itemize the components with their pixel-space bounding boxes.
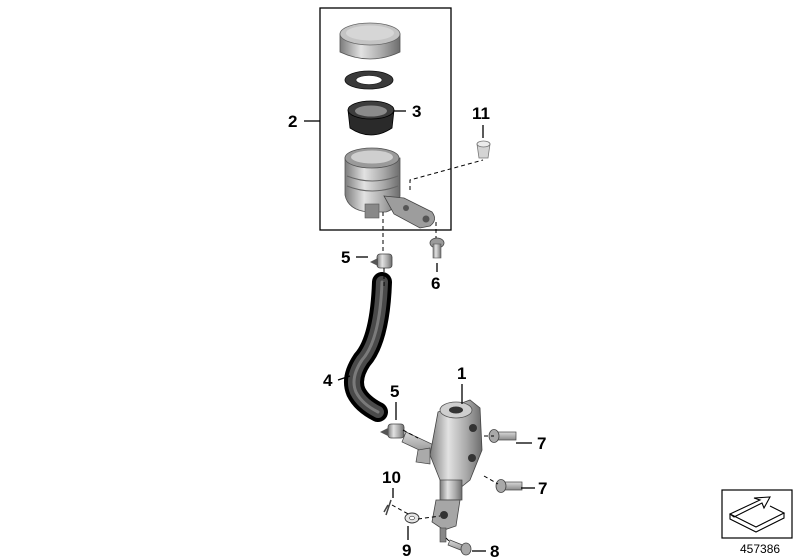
callout-6: 6 bbox=[431, 274, 440, 293]
master-cylinder[interactable] bbox=[401, 399, 483, 543]
callout-11: 11 bbox=[472, 104, 490, 123]
direction-arrow-icon bbox=[728, 496, 786, 533]
reference-number: 457386 bbox=[740, 542, 780, 556]
bolt-lower-7[interactable] bbox=[495, 479, 523, 493]
reservoir-cap[interactable] bbox=[339, 22, 401, 60]
callout-5-upper: 5 bbox=[341, 248, 350, 267]
grommet[interactable] bbox=[476, 140, 491, 159]
callout-2: 2 bbox=[288, 112, 297, 131]
callout-8: 8 bbox=[490, 542, 499, 560]
reservoir-group-frame bbox=[319, 7, 452, 231]
callout-9: 9 bbox=[402, 541, 411, 560]
washer[interactable] bbox=[404, 512, 420, 524]
callout-3: 3 bbox=[412, 102, 421, 121]
callout-7-lower: 7 bbox=[538, 479, 547, 498]
diaphragm[interactable] bbox=[347, 100, 395, 136]
callout-7-upper: 7 bbox=[537, 434, 546, 453]
hose-clamp-lower[interactable] bbox=[380, 423, 405, 439]
callout-10: 10 bbox=[382, 468, 401, 487]
bolt-reservoir[interactable] bbox=[429, 237, 445, 259]
callout-5-lower: 5 bbox=[390, 382, 399, 401]
assembly-lines bbox=[382, 159, 499, 543]
bolt-8[interactable] bbox=[447, 539, 472, 556]
callout-1: 1 bbox=[457, 364, 466, 383]
cotter-pin[interactable] bbox=[383, 499, 392, 516]
reservoir-body[interactable] bbox=[344, 147, 435, 229]
leader-lines bbox=[304, 110, 535, 552]
callout-4: 4 bbox=[323, 371, 333, 390]
hose-clamp-upper[interactable] bbox=[370, 253, 393, 269]
seal-ring[interactable] bbox=[344, 70, 394, 90]
orientation-box bbox=[721, 489, 793, 539]
